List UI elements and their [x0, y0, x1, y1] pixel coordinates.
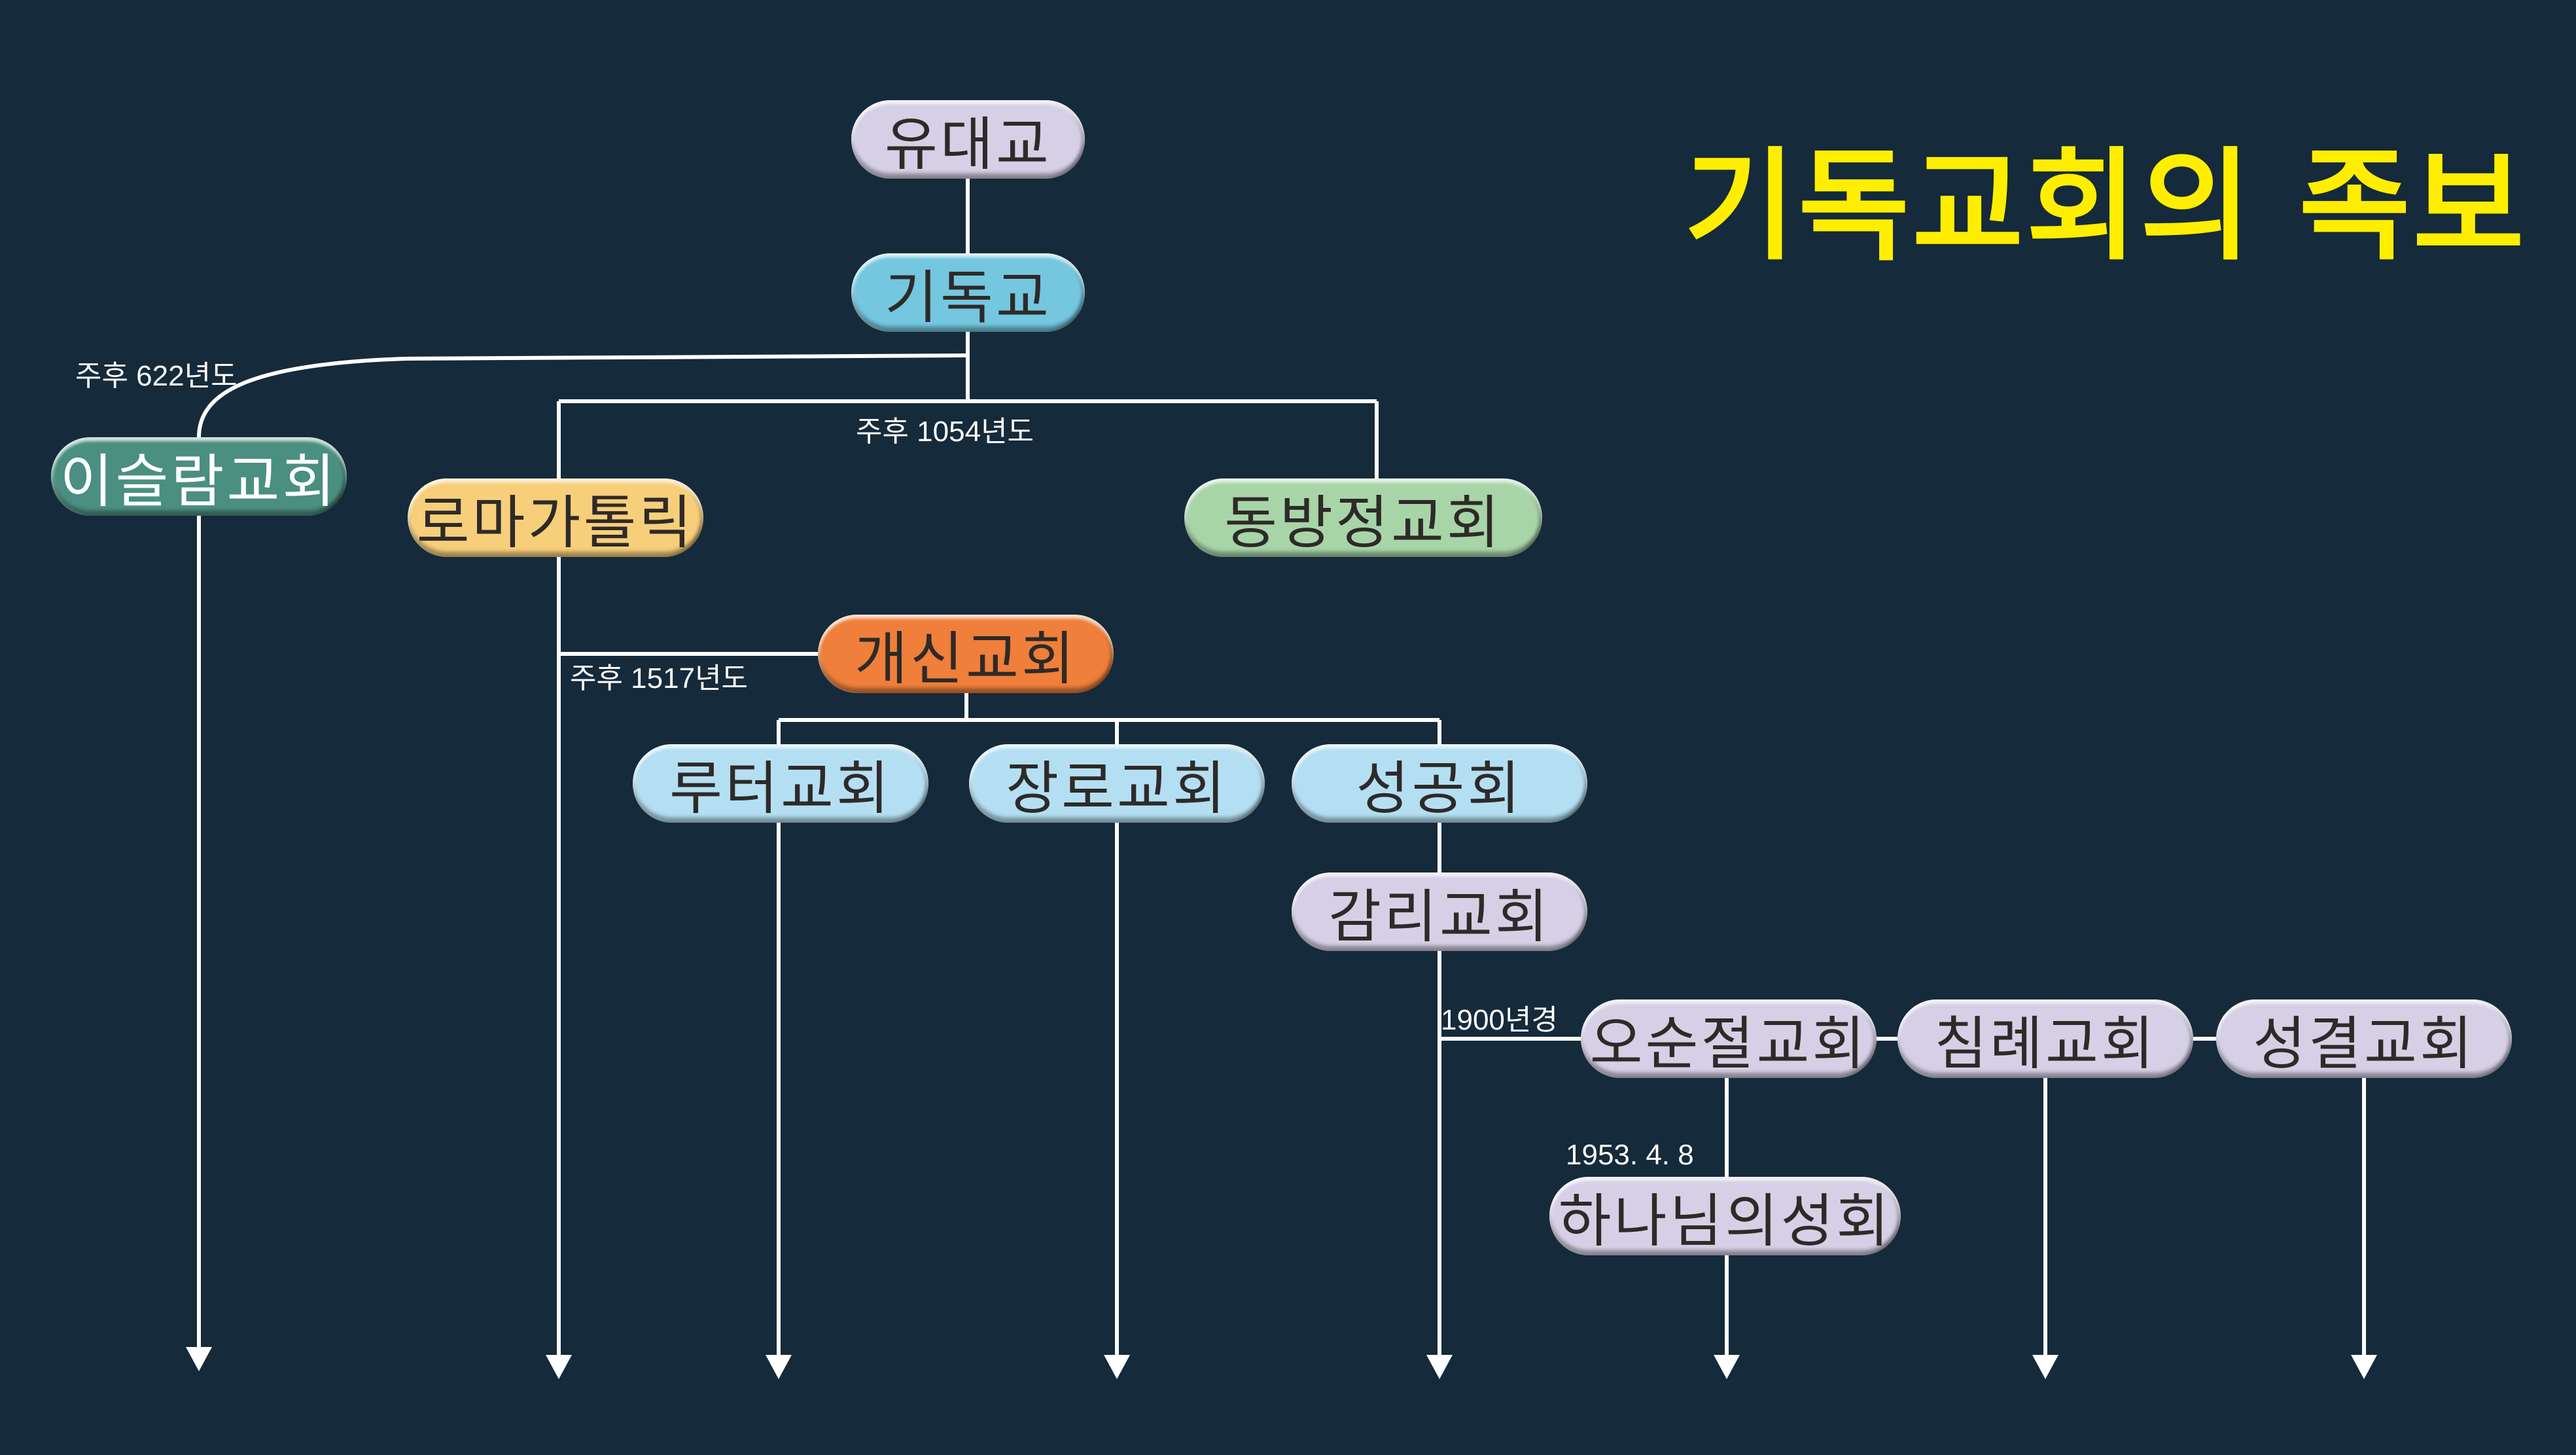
line-islam-curve	[197, 353, 968, 438]
node-holiness: 성결교회	[2216, 999, 2512, 1078]
arrow-down-icon	[2032, 1355, 2058, 1379]
label-schism-date: 주후 1054년도	[856, 416, 1034, 448]
node-lutheran: 루터교회	[633, 744, 928, 823]
label-aog-date: 1953. 4. 8	[1566, 1139, 1694, 1171]
arrow-down-icon	[766, 1355, 792, 1379]
label-reformation-date: 주후 1517년도	[570, 662, 749, 694]
node-assemblies-of-god: 하나님의성회	[1549, 1177, 1901, 1255]
arrow-down-icon	[546, 1355, 572, 1379]
node-pentecostal: 오순절교회	[1581, 999, 1877, 1078]
label-pentecostal-date: 1900년경	[1441, 1004, 1558, 1036]
node-protestant: 개신교회	[818, 615, 1114, 693]
arrow-down-icon	[1426, 1355, 1453, 1379]
node-presbyterian: 장로교회	[969, 744, 1265, 823]
arrow-down-icon	[186, 1347, 212, 1371]
node-christianity: 기독교	[851, 253, 1085, 332]
arrow-down-icon	[2351, 1355, 2377, 1379]
node-methodist: 감리교회	[1292, 872, 1587, 951]
arrow-down-icon	[1104, 1355, 1130, 1379]
node-judaism: 유대교	[851, 100, 1085, 179]
node-anglican: 성공회	[1292, 744, 1587, 823]
node-baptist: 침례교회	[1897, 999, 2193, 1078]
node-islam: 이슬람교회	[51, 437, 347, 516]
label-islam-date: 주후 622년도	[75, 360, 238, 392]
arrow-down-icon	[1714, 1355, 1740, 1379]
page-title: 기독교회의 족보	[1684, 135, 2527, 277]
node-eastern-orthodox: 동방정교회	[1184, 478, 1542, 557]
node-roman-catholic: 로마가톨릭	[408, 478, 703, 557]
